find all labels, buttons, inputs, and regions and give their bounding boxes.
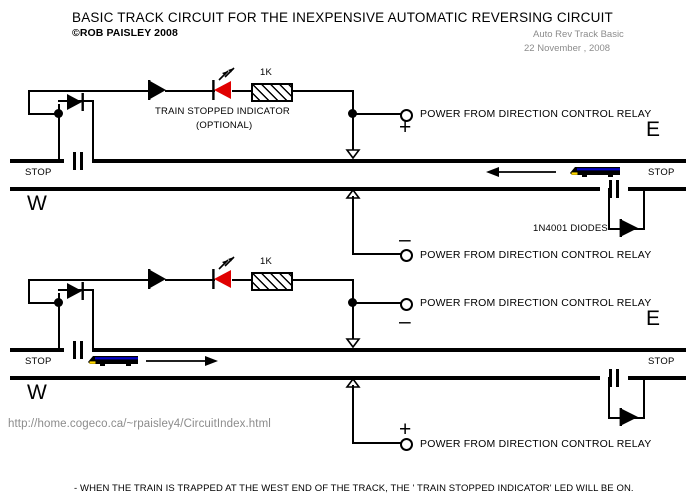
rail-connector-icon-lower bbox=[345, 338, 361, 349]
wire-left-stub-lower bbox=[58, 293, 60, 349]
east-label-upper: E bbox=[646, 118, 661, 141]
wire-east-stub-b-upper bbox=[643, 188, 645, 230]
east-label-lower: E bbox=[646, 307, 661, 330]
wire-to-plus-terminal-lower bbox=[352, 442, 402, 444]
led-train-stopped-indicator bbox=[212, 67, 235, 100]
wire-led-to-resistor-upper bbox=[232, 90, 251, 92]
wire-east-stub-a-lower bbox=[608, 377, 610, 419]
rail-south-upper bbox=[10, 187, 686, 191]
wire-left-stub-upper bbox=[58, 104, 60, 160]
document-name: Auto Rev Track Basic bbox=[533, 29, 624, 40]
wire-right-stub-upper bbox=[92, 100, 94, 160]
wire-led-to-resistor-lower bbox=[232, 279, 251, 281]
polarity-plus-lower: + bbox=[399, 418, 412, 441]
wire-node-to-rail-upper bbox=[352, 114, 354, 150]
stop-label-west-lower: STOP bbox=[25, 356, 52, 367]
wire-node-vertical-upper bbox=[352, 90, 354, 114]
wire-node-to-rail-lower bbox=[352, 303, 354, 339]
wire-top-left-lower bbox=[28, 279, 152, 281]
power-terminal-upper[interactable] bbox=[400, 109, 413, 122]
polarity-plus-upper: + bbox=[399, 116, 412, 139]
power-terminal-lower[interactable] bbox=[400, 298, 413, 311]
power-terminal-minus-upper[interactable] bbox=[400, 249, 413, 262]
power-relay-label-lower: POWER FROM DIRECTION CONTROL RELAY bbox=[420, 297, 652, 309]
train-graphic-lower bbox=[88, 356, 138, 366]
stop-label-west-upper: STOP bbox=[25, 167, 52, 178]
polarity-minus-lower: – bbox=[399, 310, 411, 333]
resistor-1k-lower bbox=[251, 272, 293, 291]
wire-rail-to-plus-lower bbox=[352, 385, 354, 443]
train-graphic-upper bbox=[570, 167, 620, 177]
resistor-1k-upper bbox=[251, 83, 293, 102]
wire-left-node-lower bbox=[28, 302, 60, 304]
page-title: BASIC TRACK CIRCUIT FOR THE INEXPENSIVE … bbox=[72, 10, 613, 25]
rail-connector-icon-upper bbox=[345, 149, 361, 160]
resistor-1k-label-lower: 1K bbox=[260, 256, 273, 267]
diode-series-upper bbox=[148, 80, 166, 100]
wire-to-terminal-upper bbox=[352, 113, 402, 115]
power-relay-label-minus-upper: POWER FROM DIRECTION CONTROL RELAY bbox=[420, 249, 652, 261]
copyright-notice: ©ROB PAISLEY 2008 bbox=[72, 27, 178, 39]
rail-north-upper bbox=[10, 159, 686, 163]
wire-to-minus-terminal-upper bbox=[352, 253, 402, 255]
rail-gap-east-lower bbox=[600, 369, 628, 387]
wire-resistor-to-node-upper bbox=[290, 90, 354, 92]
stop-label-east-lower: STOP bbox=[648, 356, 675, 367]
stop-label-east-upper: STOP bbox=[648, 167, 675, 178]
wire-to-terminal-lower bbox=[352, 302, 402, 304]
wire-node-vertical-lower bbox=[352, 279, 354, 303]
power-relay-label-upper: POWER FROM DIRECTION CONTROL RELAY bbox=[420, 108, 652, 120]
wire-rail-to-minus-upper bbox=[352, 196, 354, 254]
diodes-label: 1N4001 DIODES bbox=[533, 223, 608, 234]
indicator-caption-line2: (OPTIONAL) bbox=[196, 120, 253, 131]
direction-arrow-west-upper bbox=[486, 167, 556, 177]
rail-gap-west-lower bbox=[64, 341, 92, 359]
wire-diode-to-led-upper bbox=[165, 90, 215, 92]
diode-east-upper bbox=[619, 219, 638, 237]
diode-stop-section-lower bbox=[67, 282, 84, 300]
wire-east-stub-b-lower bbox=[643, 377, 645, 419]
footer-caption: - WHEN THE TRAIN IS TRAPPED AT THE WEST … bbox=[74, 483, 634, 494]
rail-gap-east-upper bbox=[600, 180, 628, 198]
document-date: 22 November , 2008 bbox=[524, 43, 611, 54]
junction-dot-left-lower bbox=[54, 298, 63, 307]
rail-north-lower bbox=[10, 348, 686, 352]
power-relay-label-plus-lower: POWER FROM DIRECTION CONTROL RELAY bbox=[420, 438, 652, 450]
west-label-upper: W bbox=[27, 192, 47, 215]
wire-east-stub-a-upper bbox=[608, 188, 610, 230]
wire-left-vertical-lower bbox=[28, 279, 30, 304]
wire-diode-to-led-lower bbox=[165, 279, 215, 281]
power-terminal-plus-lower[interactable] bbox=[400, 438, 413, 451]
diode-stop-section-upper bbox=[67, 93, 84, 111]
rail-gap-west-upper bbox=[64, 152, 92, 170]
led-train-stopped-indicator-lower bbox=[212, 256, 235, 289]
wire-top-left-upper bbox=[28, 90, 152, 92]
polarity-minus-upper: – bbox=[399, 228, 411, 251]
diode-east-lower bbox=[619, 408, 638, 426]
west-label-lower: W bbox=[27, 381, 47, 404]
wire-left-vertical-upper bbox=[28, 90, 30, 115]
footer-url[interactable]: http://home.cogeco.ca/~rpaisley4/Circuit… bbox=[8, 418, 271, 430]
indicator-caption-line1: TRAIN STOPPED INDICATOR bbox=[155, 106, 290, 117]
direction-arrow-east-lower bbox=[146, 356, 218, 366]
wire-right-stub-lower bbox=[92, 289, 94, 349]
wire-resistor-to-node-lower bbox=[290, 279, 354, 281]
rail-south-lower bbox=[10, 376, 686, 380]
diode-series-lower bbox=[148, 269, 166, 289]
junction-dot-left-upper bbox=[54, 109, 63, 118]
resistor-1k-label-upper: 1K bbox=[260, 67, 273, 78]
wire-left-node-upper bbox=[28, 113, 60, 115]
